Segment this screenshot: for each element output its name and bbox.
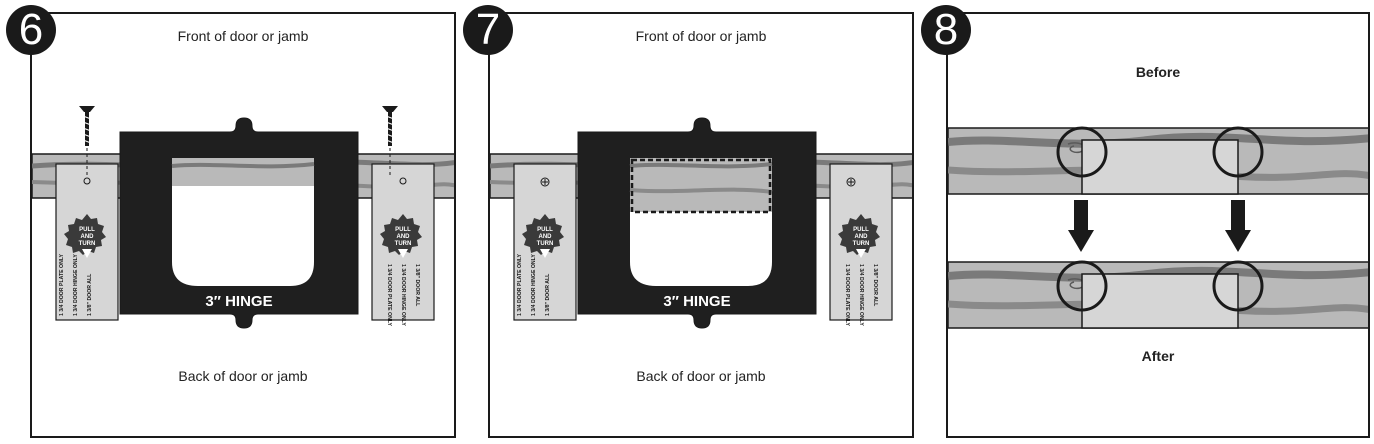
step-6-badge: 6	[6, 5, 56, 55]
screw-icon	[79, 106, 95, 176]
hinge-label: 3″ HINGE	[205, 293, 272, 310]
before-board	[948, 126, 1368, 195]
right-depth-plate: PULL AND TURN 1 3/8" DOOR ALL 1 3/4 DOOR…	[371, 163, 435, 327]
down-arrow-icon	[398, 249, 408, 258]
down-arrow-icon	[856, 249, 866, 258]
screw-head-icon	[846, 177, 856, 187]
dial-label-and: AND	[539, 234, 553, 240]
highlight-circle	[1056, 126, 1108, 178]
step-8-illustration	[948, 126, 1368, 329]
side-mark-r3: 1 3/4 DOOR PLATE ONLY	[844, 264, 850, 327]
step-7-illustration: PULL AND TURN 1 3/4 DOOR PLATE ONLY 1 3/…	[490, 117, 912, 329]
down-arrow-icon	[82, 249, 92, 258]
side-mark-r3: 1 3/4 DOOR PLATE ONLY	[386, 264, 392, 327]
side-mark-3: 1 3/8" DOOR ALL	[87, 273, 93, 316]
after-label: After	[1141, 348, 1175, 364]
dial-label-turn: TURN	[537, 241, 554, 247]
hinge-template: 3″ HINGE	[119, 117, 359, 329]
side-mark-r2: 1 3/4 DOOR HINGE ONLY	[858, 264, 864, 326]
side-mark-1: 1 3/4 DOOR PLATE ONLY	[517, 253, 523, 316]
dial-label-turn: TURN	[79, 241, 96, 247]
dial-label-and: AND	[855, 234, 869, 240]
hinge-leaf	[1081, 139, 1239, 195]
highlight-circle	[1056, 260, 1108, 312]
side-mark-2: 1 3/4 DOOR HINGE ONLY	[531, 254, 537, 316]
step-6-panel: Front of door or jamb Back of door or ja…	[30, 12, 456, 438]
step-8-panel: Before After	[946, 12, 1370, 438]
screw-head-icon	[540, 177, 550, 187]
hinge-leaf	[1081, 273, 1239, 329]
highlight-circle	[1212, 126, 1264, 178]
step-6-top-caption: Front of door or jamb	[177, 28, 309, 44]
side-mark-r1: 1 3/8" DOOR ALL	[872, 264, 878, 307]
step-7-badge: 7	[463, 5, 513, 55]
dial-label-pull: PULL	[395, 227, 411, 233]
mortise-outline	[630, 158, 772, 214]
dial-label-pull: PULL	[79, 227, 95, 233]
screw-icon	[382, 106, 398, 176]
dial-left	[64, 214, 106, 255]
hinge-template: 3″ HINGE	[577, 117, 817, 329]
left-depth-plate: PULL AND TURN 1 3/4 DOOR PLATE ONLY 1 3/…	[513, 163, 577, 321]
dial-label-pull: PULL	[853, 227, 869, 233]
step-7-panel: Front of door or jamb Back of door or ja…	[488, 12, 914, 438]
side-mark-1: 1 3/4 DOOR PLATE ONLY	[59, 253, 65, 316]
before-label: Before	[1135, 64, 1181, 80]
hinge-label: 3″ HINGE	[663, 293, 730, 310]
down-arrow-icon	[540, 249, 550, 258]
dial-label-and: AND	[397, 234, 411, 240]
left-depth-plate: PULL AND TURN 1 3/4 DOOR PLATE ONLY 1 3/…	[55, 163, 119, 321]
step-8-badge: 8	[921, 5, 971, 55]
dial-label-turn: TURN	[853, 241, 870, 247]
step-6-bottom-caption: Back of door or jamb	[178, 368, 308, 384]
after-board	[948, 260, 1368, 329]
dial-label-turn: TURN	[395, 241, 412, 247]
side-mark-3: 1 3/8" DOOR ALL	[545, 273, 551, 316]
down-arrow-icon	[1225, 200, 1251, 252]
step-7-top-caption: Front of door or jamb	[635, 28, 767, 44]
down-arrow-icon	[1068, 200, 1094, 252]
side-mark-2: 1 3/4 DOOR HINGE ONLY	[73, 254, 79, 316]
highlight-circle	[1212, 260, 1264, 312]
side-mark-r2: 1 3/4 DOOR HINGE ONLY	[400, 264, 406, 326]
right-depth-plate: PULL AND TURN 1 3/8" DOOR ALL 1 3/4 DOOR…	[829, 163, 893, 327]
side-mark-r1: 1 3/8" DOOR ALL	[414, 264, 420, 307]
step-7-bottom-caption: Back of door or jamb	[636, 368, 766, 384]
dial-label-and: AND	[81, 234, 95, 240]
step-6-illustration: PULL AND TURN 1 3/4 DOOR PLATE ONLY 1 3/…	[32, 106, 454, 329]
dial-label-pull: PULL	[537, 227, 553, 233]
